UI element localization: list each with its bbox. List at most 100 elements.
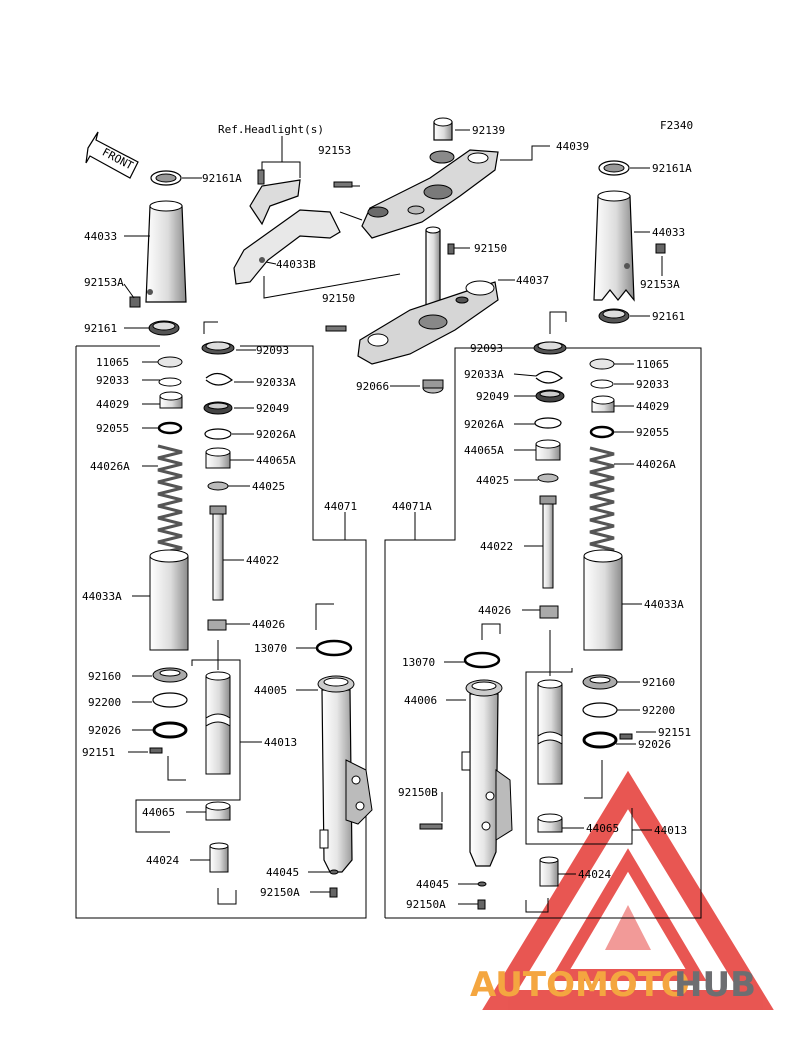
part-number-labels: F2340 Ref.Headlight(s) 92139 44039 92153…	[82, 119, 693, 911]
left-fork-cover	[145, 200, 187, 303]
label-44025-left: 44025	[252, 480, 285, 493]
left-cover-lower-ring	[148, 320, 180, 336]
label-44045-right: 44045	[416, 878, 449, 891]
label-92049-right: 92049	[476, 390, 509, 403]
label-92026a-right: 92026A	[464, 418, 504, 431]
label-92153a-right: 92153A	[640, 278, 680, 291]
label-92055-left: 92055	[96, 422, 129, 435]
front-arrow-icon: FRONT	[85, 131, 139, 179]
label-92033a-right: 92033A	[464, 368, 504, 381]
label-92150-top: 92150	[474, 242, 507, 255]
label-92161a-left: 92161A	[202, 172, 242, 185]
ref-headlight-leader	[261, 136, 301, 178]
right-cover-upper-ring	[598, 160, 630, 176]
label-92160-left: 92160	[88, 670, 121, 683]
left-slider-44005	[317, 675, 373, 898]
label-44033-right: 44033	[652, 226, 685, 239]
watermark-text: AUTOMOTO HUB	[470, 965, 756, 1005]
label-92150a-right: 92150A	[406, 898, 446, 911]
label-44029-right: 44029	[636, 400, 669, 413]
label-92151-right: 92151	[658, 726, 691, 739]
label-44071: 44071	[324, 500, 357, 513]
label-92026-right: 92026	[638, 738, 671, 751]
label-44065a-left: 44065A	[256, 454, 296, 467]
label-92150a-left: 92150A	[260, 886, 300, 899]
label-92033a-left: 92033A	[256, 376, 296, 389]
label-92033-left: 92033	[96, 374, 129, 387]
label-92151-left: 92151	[82, 746, 115, 759]
label-44033a-right: 44033A	[644, 598, 684, 611]
right-cover-lower-ring	[598, 308, 630, 324]
label-44025-right: 44025	[476, 474, 509, 487]
label-11065-right: 11065	[636, 358, 669, 371]
label-13070-right: 13070	[402, 656, 435, 669]
label-44013-right: 44013	[654, 824, 687, 837]
watermark-part2: HUB	[674, 965, 756, 1005]
stem-nut-part	[433, 117, 453, 141]
bolt-92153a-right	[655, 243, 666, 254]
label-92161a-right: 92161A	[652, 162, 692, 175]
label-44071a: 44071A	[392, 500, 432, 513]
bolt-92153a-left	[129, 296, 141, 308]
label-92153: 92153	[318, 144, 351, 157]
label-44065-right: 44065	[586, 822, 619, 835]
label-44026-left: 44026	[252, 618, 285, 631]
bolt-92153	[333, 181, 353, 188]
label-44045-left: 44045	[266, 866, 299, 879]
label-92026a-left: 92026A	[256, 428, 296, 441]
group-box-left	[75, 345, 367, 919]
label-44013-left: 44013	[264, 736, 297, 749]
label-44026-right: 44026	[478, 604, 511, 617]
right-fork-cover	[593, 190, 635, 302]
label-92150-mid: 92150	[322, 292, 355, 305]
label-92055-right: 92055	[636, 426, 669, 439]
label-13070-left: 13070	[254, 642, 287, 655]
label-92033-right: 92033	[636, 378, 669, 391]
label-44005: 44005	[254, 684, 287, 697]
upper-bracket-part	[361, 149, 499, 239]
label-44033b: 44033B	[276, 258, 316, 271]
figure-code: F2340	[660, 119, 693, 132]
group-box-right	[384, 347, 702, 919]
label-92139: 92139	[472, 124, 505, 137]
label-92200-right: 92200	[642, 704, 675, 717]
label-92066: 92066	[356, 380, 389, 393]
label-92049-left: 92049	[256, 402, 289, 415]
label-44022-left: 44022	[246, 554, 279, 567]
label-92161-right: 92161	[652, 310, 685, 323]
label-44026a-left: 44026A	[90, 460, 130, 473]
watermark-part1: AUTOMOTO	[470, 965, 690, 1005]
label-44024-right: 44024	[578, 868, 611, 881]
ref-headlight-note: Ref.Headlight(s)	[218, 123, 324, 136]
label-44033-left: 44033	[84, 230, 117, 243]
leader-lines	[123, 167, 663, 905]
label-92153a-left: 92153A	[84, 276, 124, 289]
left-cover-upper-ring	[150, 170, 182, 186]
label-92161-left: 92161	[84, 322, 117, 335]
bolt-92150-mid	[325, 325, 347, 332]
label-92093-right: 92093	[470, 342, 503, 355]
label-44065a-right: 44065A	[464, 444, 504, 457]
label-44065-left: 44065	[142, 806, 175, 819]
label-44033a-left: 44033A	[82, 590, 122, 603]
label-44024-left: 44024	[146, 854, 179, 867]
label-44037: 44037	[516, 274, 549, 287]
bolt-92150-top	[447, 243, 455, 255]
label-92200-left: 92200	[88, 696, 121, 709]
label-92093-left: 92093	[256, 344, 289, 357]
headlight-bracket-part	[233, 169, 341, 285]
left-internals	[135, 321, 353, 905]
right-internals	[463, 311, 633, 913]
label-44022-right: 44022	[480, 540, 513, 553]
right-slider-44006	[419, 679, 513, 910]
label-11065-left: 11065	[96, 356, 129, 369]
stem-bearing-part	[422, 379, 444, 394]
label-92150b: 92150B	[398, 786, 438, 799]
label-44026a-right: 44026A	[636, 458, 676, 471]
label-44039: 44039	[556, 140, 589, 153]
label-92160-right: 92160	[642, 676, 675, 689]
label-92026-left: 92026	[88, 724, 121, 737]
steering-stem-part	[357, 226, 499, 365]
